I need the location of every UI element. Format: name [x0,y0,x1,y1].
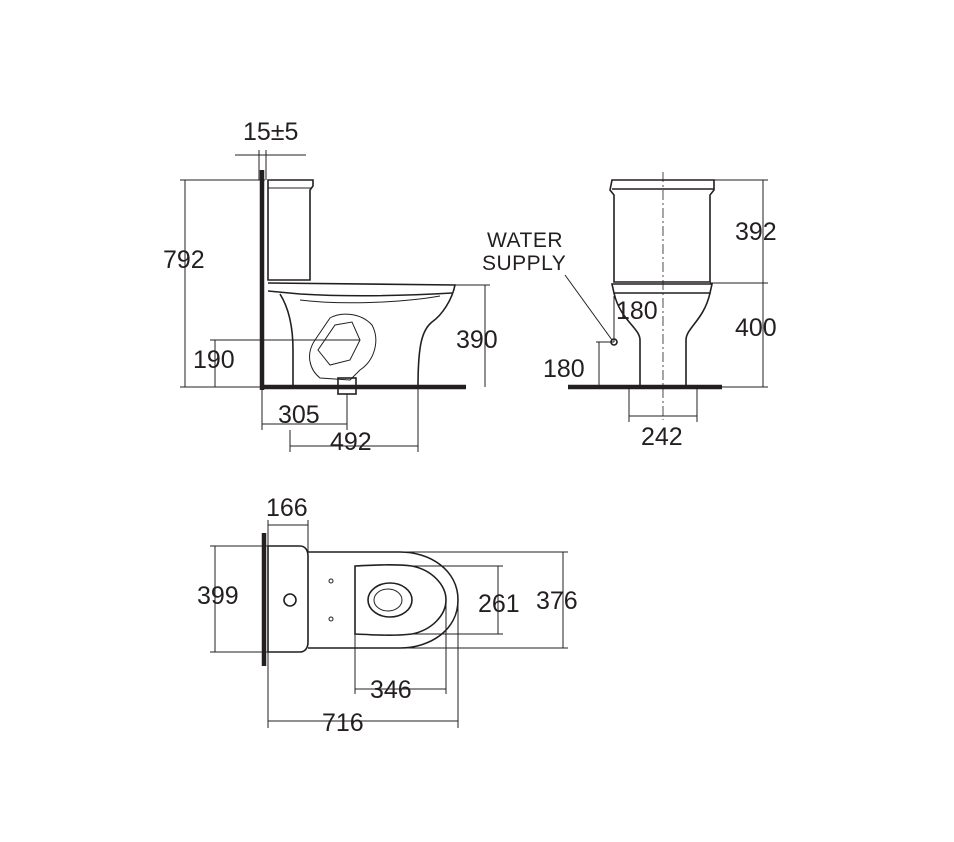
bowl-rim-line [299,295,441,304]
dim-bowl-height: 400 [735,314,777,342]
dim-front-projection: 492 [330,428,372,456]
side-bowl [267,282,456,388]
side-cistern [267,179,314,281]
side-pedestal [279,293,294,387]
water-supply-leader [564,274,613,341]
trapway [309,313,377,381]
dim-overall-length: 716 [322,709,364,737]
dim-seat-width: 261 [478,590,520,618]
dim-wall-offset: 15±5 [243,118,298,146]
water-supply-label-1: WATER [487,229,563,252]
flush-button [283,593,297,607]
dim-supply-height: 180 [543,355,585,383]
plan-view: 166 399 261 376 346 716 [197,494,578,737]
front-seat [611,283,713,294]
water-supply-label-2: SUPPLY [482,252,566,275]
dim-base-width: 242 [641,423,683,451]
dim-cistern-height: 392 [735,218,777,246]
front-bowl [613,292,711,387]
dim-seat-height: 390 [456,326,498,354]
plan-bowl-opening [367,582,413,618]
plan-bowl [308,551,459,649]
dim-supply-offset: 180 [616,297,658,325]
front-cistern [609,179,715,283]
dim-total-height: 792 [163,246,205,274]
dim-bowl-length: 346 [370,676,412,704]
seat-line [267,290,453,297]
dim-outlet-wall: 305 [278,401,320,429]
plan-cistern [267,545,309,653]
side-view: 15±5 792 190 390 305 492 [163,118,498,456]
dim-bowl-width: 376 [536,587,578,615]
plan-bowl-outlet [373,588,403,612]
hinge-hole-top [328,578,334,584]
hinge-hole-bottom [328,616,334,622]
dim-cistern-depth: 166 [266,494,308,522]
front-view: WATER SUPPLY 392 400 180 180 242 [482,172,777,451]
dim-outlet-height: 190 [193,346,235,374]
trapway-inner [317,321,361,366]
dim-cistern-width: 399 [197,582,239,610]
